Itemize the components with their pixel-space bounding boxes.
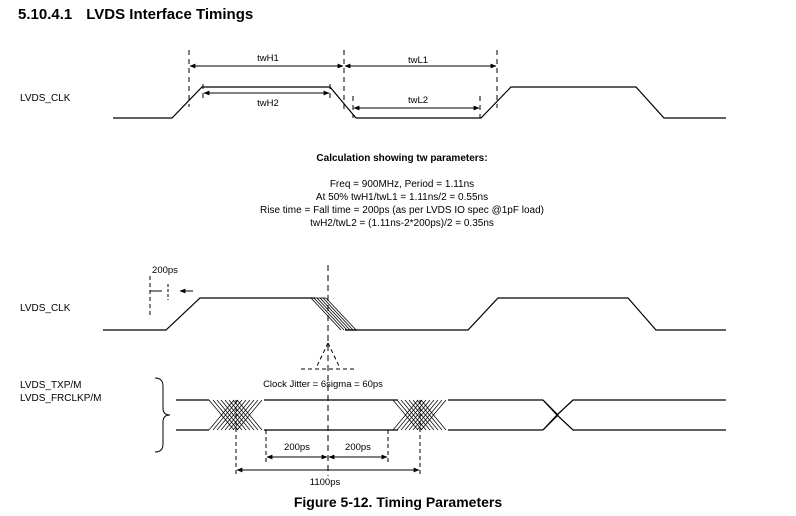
calculation-line: Rise time = Fall time = 200ps (as per LV… (260, 205, 544, 216)
section-heading: 5.10.4.1 LVDS Interface Timings (18, 6, 253, 23)
data-crossing-hatch-right (392, 399, 447, 431)
data-crossing-hatch-left (208, 399, 263, 431)
data-signal-label-1: LVDS_TXP/M (20, 380, 82, 391)
top-clock-waveform (113, 86, 726, 119)
calculation-title: Calculation showing tw parameters: (316, 153, 488, 164)
section-number: 5.10.4.1 (18, 6, 73, 23)
dim-left-label: 200ps (284, 442, 310, 453)
rise-time-marker (149, 276, 193, 318)
figure-caption: Figure 5-12. Timing Parameters (293, 494, 503, 510)
calculation-line: At 50% twH1/twL1 = 1.11ns/2 = 0.55ns (315, 192, 489, 203)
twH2-label: twH2 (257, 98, 279, 109)
twL2-label: twL2 (408, 95, 428, 106)
bottom-dimension-arrows (236, 454, 420, 473)
calculation-line: twH2/twL2 = (1.11ns-2*200ps)/2 = 0.35ns (310, 218, 494, 229)
top-dimension-arrows (189, 63, 497, 111)
data-signal-label-2: LVDS_FRCLKP/M (20, 393, 102, 404)
rise-time-label: 200ps (152, 265, 178, 276)
twL1-label: twL1 (408, 55, 428, 66)
clock-jitter-label: Clock Jitter = 6sigma = 60ps (263, 379, 383, 390)
bottom-clock-waveform (103, 297, 726, 331)
dim-right-label: 200ps (345, 442, 371, 453)
clock-edge-jitter-hatch (310, 297, 357, 331)
top-signal-label: LVDS_CLK (20, 93, 71, 104)
twH1-label: twH1 (257, 53, 279, 64)
top-dashed-markers (188, 50, 498, 118)
bottom-clock-label: LVDS_CLK (20, 303, 71, 314)
calculation-line: Freq = 900MHz, Period = 1.11ns (329, 179, 475, 190)
dim-total-label: 1100ps (310, 477, 341, 488)
data-signal-brace (154, 377, 171, 453)
jitter-center-marker (301, 265, 355, 476)
section-title: LVDS Interface Timings (86, 6, 254, 23)
calculation-lines: Freq = 900MHz, Period = 1.11ns At 50% tw… (200, 178, 604, 230)
bottom-dashed-markers (235, 400, 421, 476)
data-eye-waveform (176, 399, 726, 431)
